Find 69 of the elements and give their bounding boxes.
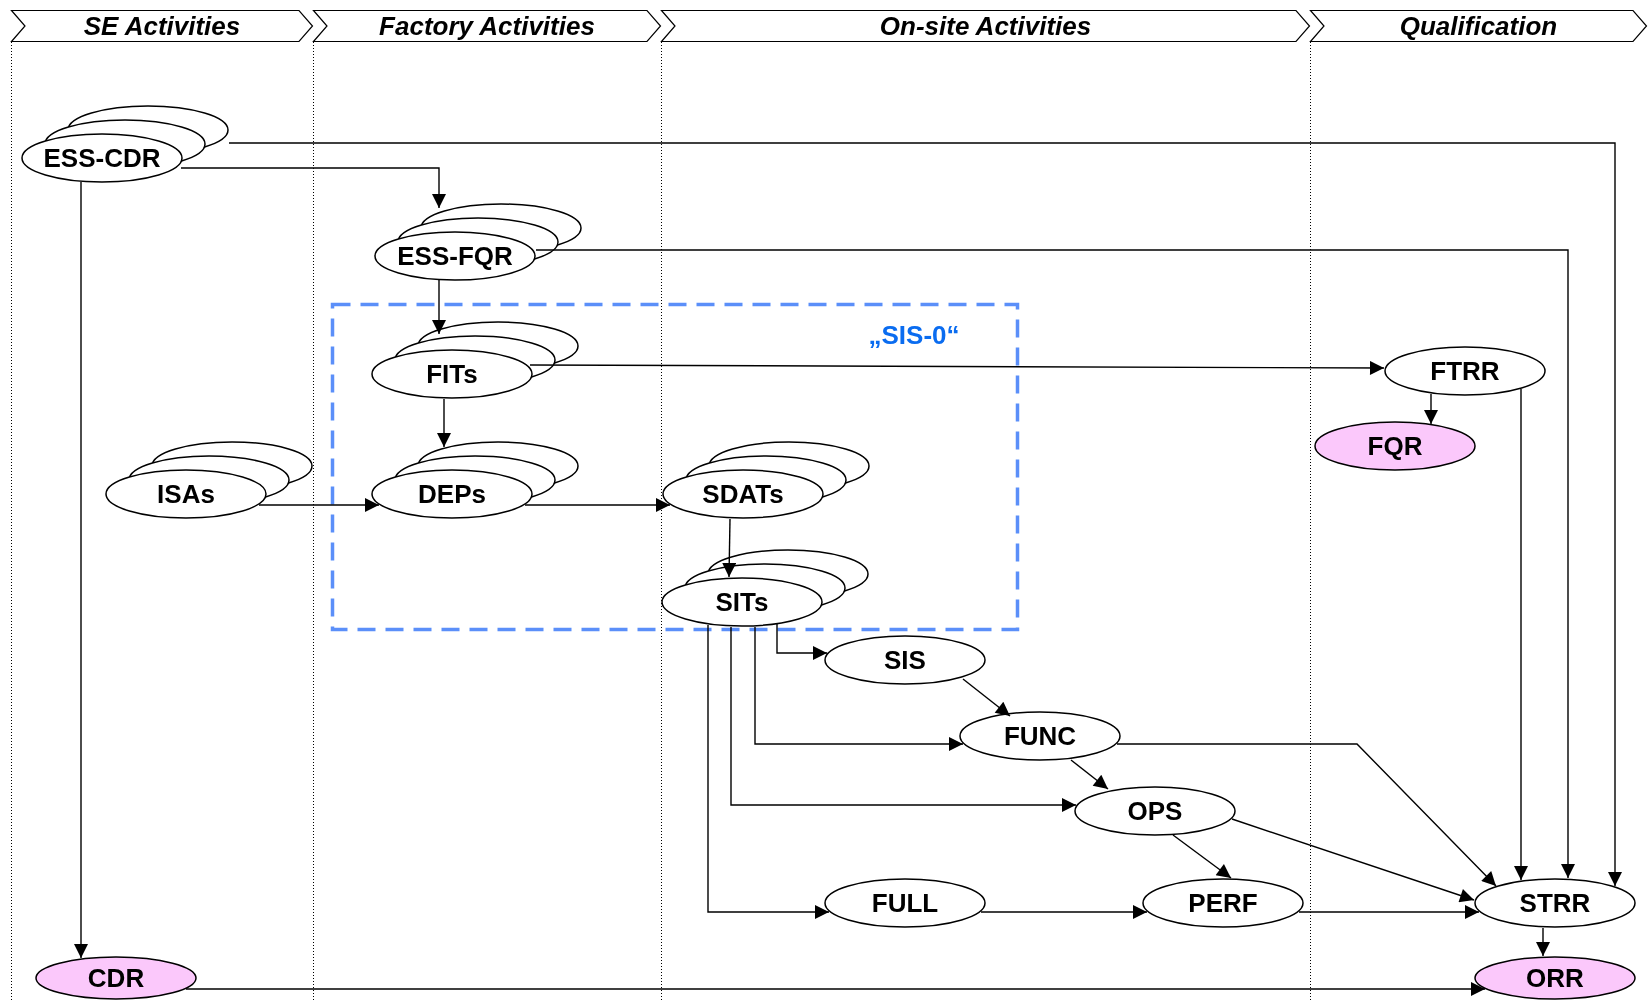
arrow: [1070, 759, 1109, 790]
ellipse-node: [1474, 956, 1636, 1000]
arrow: [1231, 818, 1475, 903]
stacked-ellipse-node: [371, 441, 579, 519]
ellipse-node: [1142, 878, 1304, 928]
arrow: [228, 142, 1622, 887]
arrow: [529, 360, 1385, 375]
arrow: [776, 623, 828, 660]
lane-title: On-site Activities: [878, 10, 1093, 42]
node-label: PERF: [1187, 886, 1259, 920]
arrow: [722, 518, 737, 578]
ellipse-node: [824, 635, 986, 685]
node-label: SITs: [714, 585, 770, 619]
arrow: [524, 498, 671, 512]
arrow: [1424, 393, 1438, 425]
ellipse-node: [1384, 346, 1546, 396]
arrow: [180, 167, 446, 209]
arrow: [962, 678, 1011, 717]
lane-title: SE Activities: [82, 10, 242, 42]
stacked-ellipse-node: [21, 105, 229, 183]
stacked-ellipse-node: [662, 441, 870, 519]
node-label: SIS: [883, 643, 927, 677]
stacked-ellipse-node: [105, 441, 313, 519]
arrow: [1298, 905, 1480, 919]
ellipse-node: [1314, 421, 1476, 471]
lane-title: Qualification: [1398, 10, 1559, 42]
node-label: FITs: [425, 357, 479, 391]
node-label: ESS-FQR: [396, 239, 514, 273]
arrow: [1172, 834, 1232, 879]
lane-header: [1310, 10, 1647, 42]
node-label: SDATs: [701, 477, 785, 511]
arrow: [980, 905, 1148, 919]
node-label: DEPs: [417, 477, 487, 511]
lane-header: [313, 10, 661, 42]
ellipse-node: [824, 878, 986, 928]
node-label: CDR: [86, 961, 146, 995]
lane-header: [661, 10, 1310, 42]
arrow: [730, 626, 1077, 812]
node-label: STRR: [1518, 886, 1592, 920]
arrow: [754, 626, 964, 751]
arrow: [258, 498, 380, 512]
ellipse-node: [35, 956, 197, 1000]
node-label: OPS: [1126, 794, 1184, 828]
arrow: [707, 624, 830, 919]
node-label: ESS-CDR: [42, 141, 162, 175]
node-label: FQR: [1366, 429, 1424, 463]
ellipse-node: [959, 711, 1121, 761]
arrow: [432, 279, 446, 335]
dashed-group-box: [331, 303, 1019, 631]
arrow: [185, 982, 1486, 996]
lane-header: [11, 10, 313, 42]
stacked-ellipse-node: [371, 321, 579, 399]
arrow: [74, 181, 88, 959]
stacked-ellipse-node: [374, 203, 582, 281]
arrow: [437, 398, 451, 448]
arrow: [1514, 388, 1528, 881]
ellipse-node: [1074, 786, 1236, 836]
arrow: [1536, 927, 1550, 957]
node-label: FUNC: [1002, 719, 1078, 753]
node-label: FTRR: [1429, 354, 1501, 388]
arrow: [535, 249, 1575, 879]
node-label: FULL: [870, 886, 940, 920]
node-label: ISAs: [156, 477, 216, 511]
stacked-ellipse-node: [661, 549, 869, 627]
ellipse-node: [1474, 878, 1636, 928]
node-label: ORR: [1525, 961, 1585, 995]
lane-title: Factory Activities: [378, 10, 596, 42]
arrow: [1116, 743, 1497, 887]
group-label: „SIS-0“: [867, 318, 961, 352]
